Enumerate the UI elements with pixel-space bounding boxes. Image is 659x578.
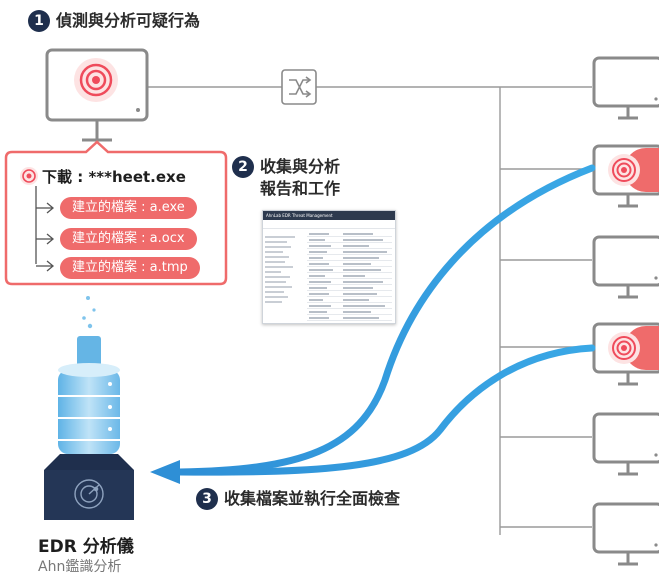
step-3-number: 3 [196, 488, 218, 510]
edr-analyzer-title: EDR 分析儀 [38, 537, 134, 557]
network-lines [148, 86, 592, 535]
radar-icon [74, 479, 104, 509]
step-1-number: 1 [28, 10, 50, 32]
upload-particles [82, 296, 96, 329]
flow-arrowhead [150, 460, 180, 484]
step-2-text: 收集與分析 報告和工作 [260, 156, 340, 200]
report-thumbnail: AhnLab EDR Threat Management [262, 210, 396, 324]
step-3-label: 3 收集檔案並執行全面檢查 [196, 488, 400, 510]
endpoint-monitor-infected [592, 144, 659, 208]
alert-target-icon [74, 58, 118, 102]
step-2-line-2: 報告和工作 [260, 179, 341, 198]
report-table [307, 231, 392, 323]
endpoint-monitor-infected [592, 322, 659, 386]
created-file-item: 建立的檔案 : a.exe [60, 197, 197, 219]
edr-analyzer [44, 296, 134, 520]
step-2-label: 2 收集與分析 報告和工作 [232, 156, 340, 200]
alert-target-icon [20, 167, 38, 185]
database-server-icon [58, 363, 120, 454]
infected-monitor [45, 48, 149, 142]
edr-analyzer-subtitle: Ahn鑑識分析 [38, 559, 122, 575]
step-1-text: 偵測與分析可疑行為 [56, 11, 201, 30]
network-switch-icon [281, 69, 317, 105]
endpoint-monitor [592, 412, 659, 476]
data-flow-arrows [176, 164, 596, 476]
step-2-line-1: 收集與分析 [260, 157, 341, 176]
report-toolbar [263, 220, 395, 229]
endpoint-monitor [592, 502, 659, 566]
tree-connectors [35, 186, 55, 272]
report-tree [265, 233, 305, 306]
report-header: AhnLab EDR Threat Management [263, 211, 395, 220]
step-3-text: 收集檔案並執行全面檢查 [224, 489, 401, 508]
created-file-item: 建立的檔案 : a.ocx [60, 228, 197, 250]
endpoint-monitor [592, 56, 659, 120]
created-file-item: 建立的檔案 : a.tmp [60, 257, 200, 279]
alert-target-icon [608, 332, 640, 364]
step-1-label: 1 偵測與分析可疑行為 [28, 10, 200, 32]
endpoint-monitors [592, 56, 659, 566]
endpoint-monitor [592, 235, 659, 299]
step-2-number: 2 [232, 156, 254, 178]
download-process-title: 下載 : ***heet.exe [42, 168, 186, 186]
alert-target-icon [608, 154, 640, 186]
